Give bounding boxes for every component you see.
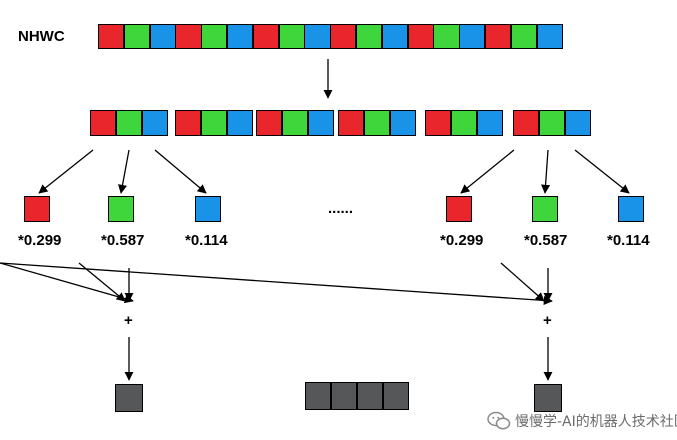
group-4-red-cell bbox=[338, 110, 364, 136]
group-5-green-cell bbox=[451, 110, 477, 136]
right-arrow-to-blue bbox=[574, 149, 630, 194]
group-2-green-cell bbox=[201, 110, 227, 136]
group-4-blue-cell bbox=[390, 110, 416, 136]
input-cell-blue bbox=[381, 24, 409, 49]
input-cell-blue bbox=[536, 24, 563, 49]
output-gray-cell bbox=[383, 382, 409, 410]
right-blue-channel bbox=[618, 196, 644, 222]
watermark-text: 慢慢学-AI的机器人技术社区 bbox=[515, 414, 677, 430]
group-6-red-cell bbox=[513, 110, 539, 136]
input-cell-blue bbox=[459, 24, 486, 49]
group-6-green-cell bbox=[539, 110, 565, 136]
group-2-blue-cell bbox=[227, 110, 253, 136]
input-cell-green bbox=[123, 24, 151, 49]
input-cell-green bbox=[278, 24, 305, 49]
input-cell-blue bbox=[304, 24, 331, 49]
input-cell-blue bbox=[149, 24, 176, 49]
right-arrow-to-red bbox=[460, 149, 515, 194]
right-green-channel bbox=[532, 196, 558, 222]
left-arrow-to-blue bbox=[154, 149, 207, 194]
group-2-red-cell bbox=[175, 110, 201, 136]
input-cell-green bbox=[201, 24, 228, 49]
group-6-blue-cell bbox=[565, 110, 591, 136]
group-4-green-cell bbox=[364, 110, 390, 136]
group-5-blue-cell bbox=[477, 110, 503, 136]
input-cell-red bbox=[407, 24, 434, 49]
ellipsis: ...... bbox=[328, 200, 354, 217]
group-3-blue-cell bbox=[308, 110, 334, 136]
output-gray-cell bbox=[357, 382, 383, 410]
right-gray-output-cell bbox=[534, 384, 562, 412]
input-cell-red bbox=[252, 24, 280, 49]
input-cell-green bbox=[356, 24, 383, 49]
input-cell-green bbox=[433, 24, 460, 49]
left-blue-channel bbox=[195, 196, 221, 222]
right-red-channel bbox=[446, 196, 472, 222]
input-cell-blue bbox=[227, 24, 254, 49]
group-5-red-cell bbox=[425, 110, 451, 136]
left-weight-blue: *0.114 bbox=[185, 232, 228, 249]
right-weight-red: *0.299 bbox=[440, 232, 484, 249]
group-3-green-cell bbox=[282, 110, 308, 136]
right-sum-operator: + bbox=[543, 312, 552, 329]
input-cell-red bbox=[175, 24, 202, 49]
left-arrow-to-red bbox=[38, 149, 94, 194]
group-1-blue-cell bbox=[142, 110, 168, 136]
input-cell-green bbox=[510, 24, 538, 49]
left-weight-red: *0.299 bbox=[18, 232, 62, 249]
left-red-channel bbox=[24, 196, 50, 222]
right-arrow-to-green bbox=[541, 149, 551, 194]
input-cell-red bbox=[330, 24, 357, 49]
group-1-red-cell bbox=[90, 110, 116, 136]
nhwc-label: NHWC bbox=[18, 28, 65, 45]
left-arrow-blue-to-sum bbox=[0, 262, 134, 304]
right-weight-blue: *0.114 bbox=[607, 232, 650, 249]
group-1-green-cell bbox=[116, 110, 142, 136]
left-gray-output-cell bbox=[115, 384, 143, 412]
left-arrow-to-green bbox=[118, 149, 130, 194]
left-weight-green: *0.587 bbox=[101, 232, 145, 249]
output-gray-cell bbox=[305, 382, 331, 410]
input-cell-red bbox=[98, 24, 125, 49]
right-arrow-blue-to-sum bbox=[0, 262, 553, 305]
input-cell-red bbox=[485, 24, 512, 49]
group-3-red-cell bbox=[256, 110, 282, 136]
right-arrow-red-to-sum bbox=[500, 262, 545, 302]
output-gray-cell bbox=[331, 382, 357, 410]
wechat-icon bbox=[487, 411, 511, 430]
left-green-channel bbox=[108, 196, 134, 222]
left-sum-operator: + bbox=[124, 312, 133, 329]
right-weight-green: *0.587 bbox=[524, 232, 568, 249]
